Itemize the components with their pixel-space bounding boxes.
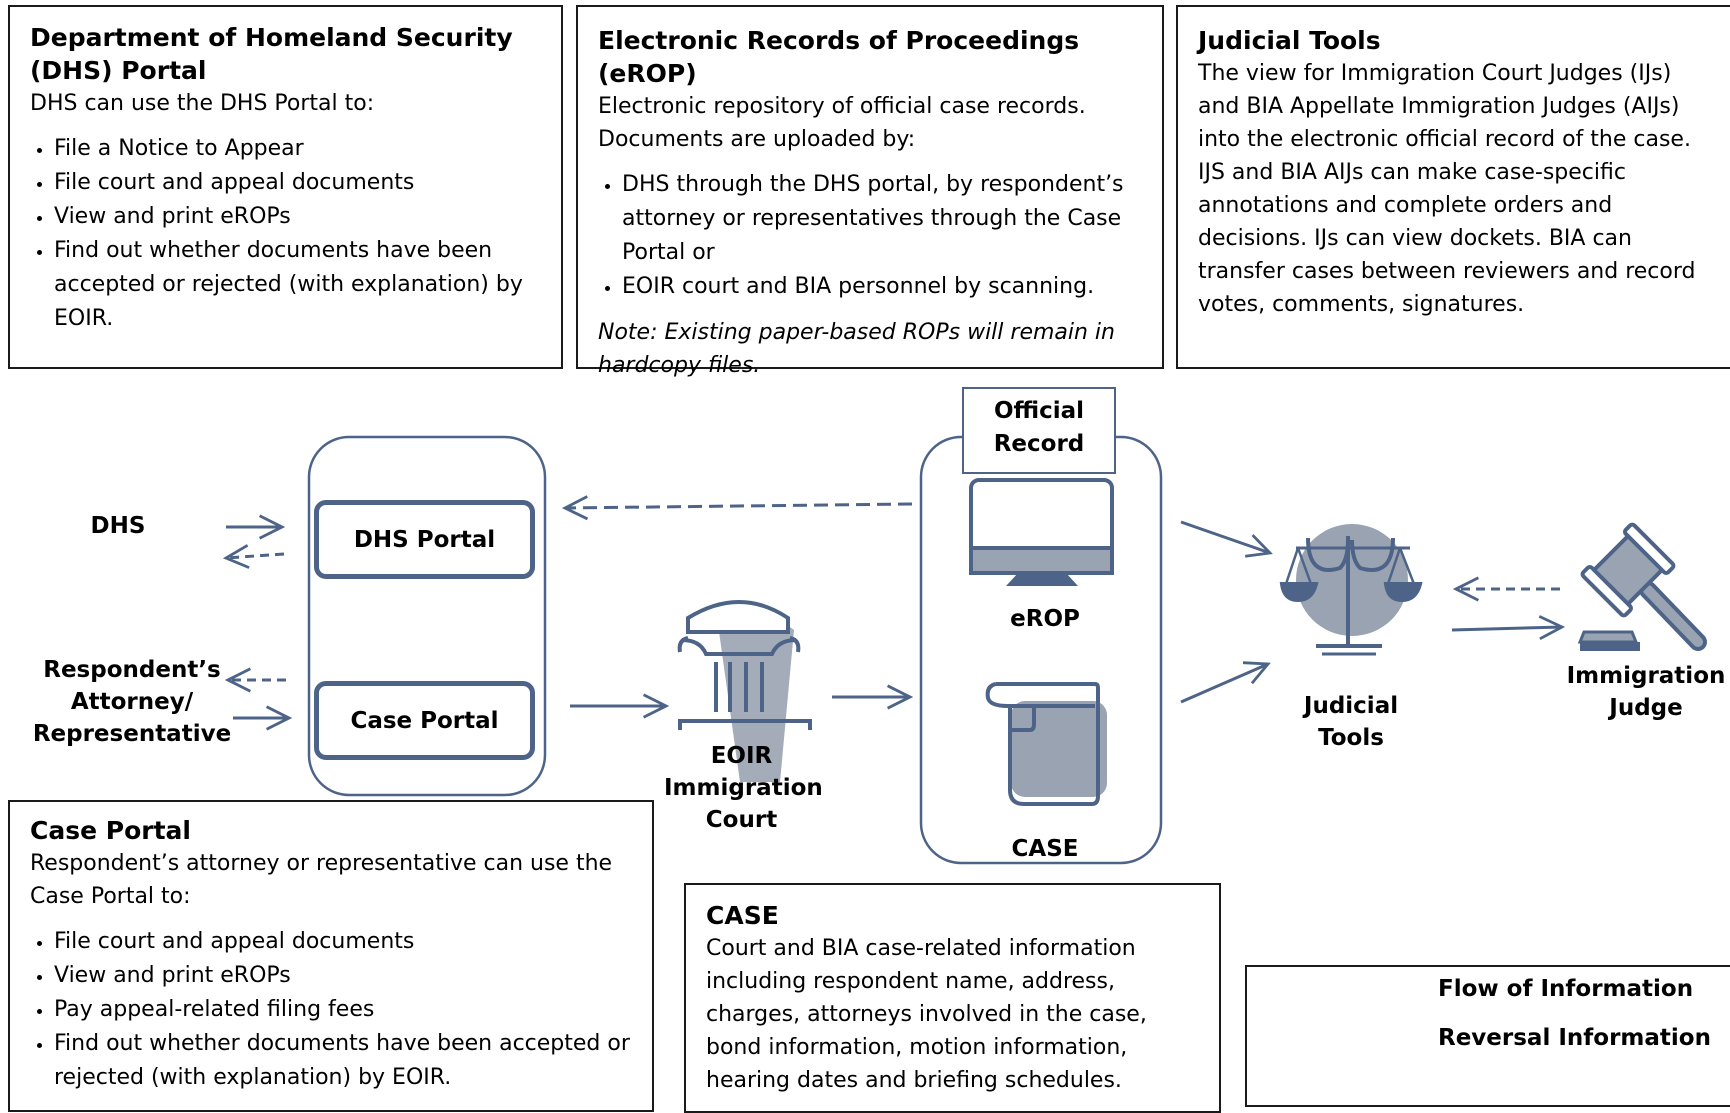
court-label: EOIR Immigration Court <box>664 743 823 833</box>
case-portal-box-list: File court and appeal documents View and… <box>30 925 634 1095</box>
case-label: CASE <box>1011 836 1079 862</box>
list-item: File a Notice to Appear <box>54 132 543 166</box>
judicial-box-title: Judicial Tools <box>1198 26 1381 55</box>
case-info-box: CASE Court and BIA case-related informat… <box>684 883 1221 1113</box>
list-item: View and print eROPs <box>54 200 543 234</box>
legend-flow-label: Flow of Information <box>1438 976 1694 1002</box>
immigration-judge-label: Immigration Judge <box>1566 663 1726 721</box>
dhs-box-list: File a Notice to Appear File court and a… <box>30 132 543 336</box>
monitor-icon <box>969 478 1114 586</box>
scales-icon <box>1279 524 1423 656</box>
list-item: File court and appeal documents <box>54 166 543 200</box>
list-item: EOIR court and BIA personnel by scanning… <box>622 270 1144 304</box>
erop-box-intro: Electronic repository of official case r… <box>598 94 1086 152</box>
case-box-title: CASE <box>706 901 779 930</box>
erop-to-judicial-arrow <box>1180 520 1270 553</box>
list-item: Find out whether documents have been acc… <box>54 1027 634 1095</box>
case-portal-info-box: Case Portal Respondent’s attorney or rep… <box>8 800 654 1112</box>
case-portal-box-intro: Respondent’s attorney or representative … <box>30 851 613 909</box>
court-pillar-icon <box>677 600 812 782</box>
respondent-label: Respondent’s Attorney/ Representative <box>32 657 232 747</box>
gavel-icon <box>1577 522 1707 651</box>
list-item: File court and appeal documents <box>54 925 634 959</box>
tools-to-judge-arrow <box>1451 627 1562 630</box>
erop-box-list: DHS through the DHS portal, by responden… <box>598 168 1144 304</box>
erop-box-title: Electronic Records of Proceedings (eROP) <box>598 26 1080 88</box>
portal-to-dhs-reversal-arrow <box>226 554 285 558</box>
dhs-label: DHS <box>90 513 146 539</box>
list-item: DHS through the DHS portal, by responden… <box>622 168 1144 270</box>
case-portal-node: Case Portal <box>314 681 535 760</box>
erop-info-box: Electronic Records of Proceedings (eROP)… <box>576 5 1164 378</box>
list-item: View and print eROPs <box>54 959 634 993</box>
list-item: Find out whether documents have been acc… <box>54 234 543 336</box>
judicial-tools-label: Judicial Tools <box>1303 693 1399 751</box>
erop-label: eROP <box>1010 606 1080 632</box>
dhs-box-title: Department of Homeland Security (DHS) Po… <box>30 23 513 85</box>
case-to-judicial-arrow <box>1180 664 1268 704</box>
legend-box <box>1245 965 1730 1107</box>
case-portal-box-title: Case Portal <box>30 816 191 845</box>
dhs-portal-info-box: Department of Homeland Security (DHS) Po… <box>8 5 563 369</box>
erop-box-note: Note: Existing paper-based ROPs will rem… <box>598 320 1115 378</box>
dhs-box-intro: DHS can use the DHS Portal to: <box>30 91 375 116</box>
official-record-label: Official Record <box>962 387 1116 474</box>
judicial-box-body: The view for Immigration Court Judges (I… <box>1198 61 1696 317</box>
case-box-body: Court and BIA case-related information i… <box>706 936 1147 1093</box>
legend-reversal-label: Reversal Information <box>1438 1025 1711 1051</box>
list-item: Pay appeal-related filing fees <box>54 993 634 1027</box>
case-document-icon <box>985 682 1107 806</box>
dhs-portal-node: DHS Portal <box>314 500 535 579</box>
record-to-dhs-portal-reversal-arrow <box>565 504 913 508</box>
judicial-tools-info-box: Judicial Tools The view for Immigration … <box>1176 5 1730 369</box>
